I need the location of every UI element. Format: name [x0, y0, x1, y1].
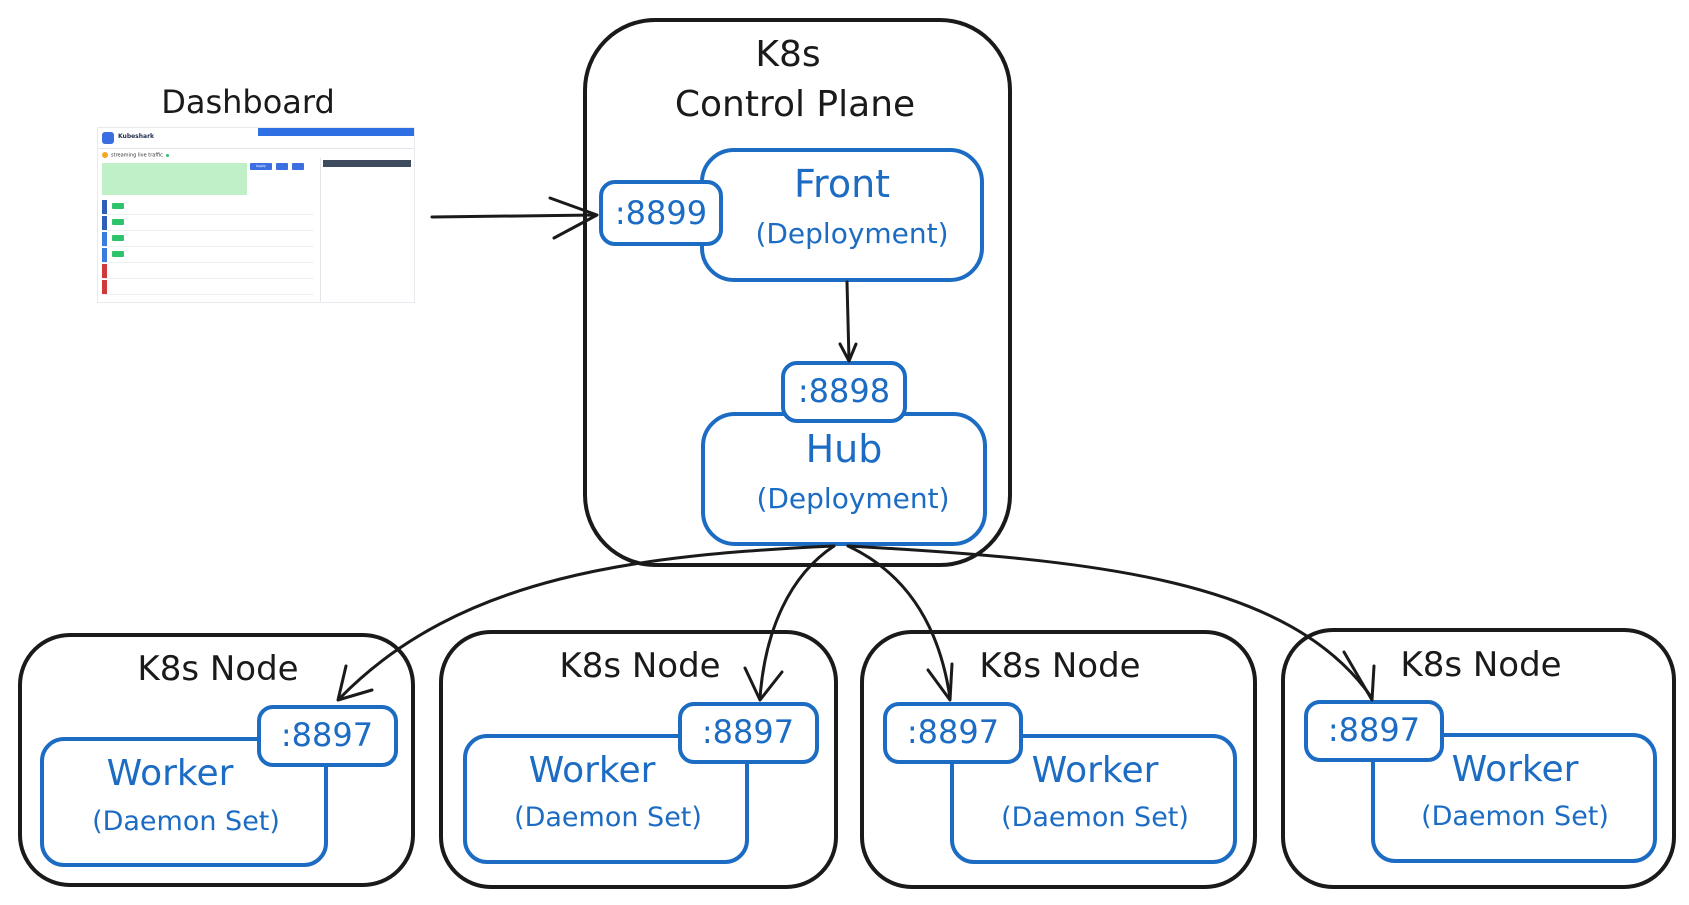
k8s-node-title: K8s Node: [979, 646, 1140, 686]
table-row[interactable]: [102, 248, 314, 263]
dashboard-label: Dashboard: [161, 83, 335, 121]
worker-title: Worker: [529, 750, 656, 791]
live-dot-icon: [165, 153, 169, 157]
worker-subtitle: (Daemon Set): [1001, 802, 1189, 833]
kubeshark-logo-icon: [102, 132, 114, 144]
dashboard-topbar: Kubeshark: [98, 128, 414, 149]
k8s-node-title: K8s Node: [1400, 645, 1561, 685]
control-plane-title-line2: Control Plane: [675, 84, 915, 125]
dashboard-button-3[interactable]: [292, 163, 304, 170]
worker-port-badge: [1304, 700, 1444, 762]
arrow-hub-to-node-2: [743, 544, 836, 702]
dashboard-status: streaming live traffic: [102, 152, 169, 159]
arrow-hub-to-node-4: [846, 544, 1376, 702]
arrow-hub-to-node-1: [336, 544, 836, 702]
worker-port-badge: [883, 702, 1023, 764]
worker-subtitle: (Daemon Set): [514, 802, 702, 833]
worker-port: :8897: [1328, 711, 1420, 749]
k8s-node-1: K8s Node Worker (Daemon Set) :8897: [18, 633, 415, 887]
k8s-node-4: K8s Node Worker (Daemon Set) :8897: [1281, 628, 1676, 889]
k8s-node-title: K8s Node: [559, 646, 720, 686]
table-row[interactable]: [102, 280, 314, 295]
dashboard-brand: Kubeshark: [118, 133, 155, 140]
worker-port-badge: [257, 705, 398, 767]
worker-title: Worker: [107, 753, 234, 794]
worker-port: :8897: [907, 713, 999, 751]
detail-panel-header: [323, 160, 411, 167]
dashboard-button-2[interactable]: [276, 163, 288, 170]
status-text: streaming live traffic: [111, 152, 163, 159]
hub-title: Hub: [806, 427, 883, 471]
control-plane-title-line1: K8s: [755, 34, 820, 75]
arrow-front-to-hub: [838, 280, 858, 363]
k8s-node-title: K8s Node: [137, 649, 298, 689]
dashboard-apply-button[interactable]: Apply: [250, 163, 272, 170]
worker-title: Worker: [1452, 749, 1579, 790]
status-dot-icon: [102, 152, 108, 158]
table-row[interactable]: [102, 232, 314, 247]
k8s-node-2: K8s Node Worker (Daemon Set) :8897: [439, 630, 838, 889]
worker-port-badge: [678, 702, 819, 764]
hub-port: :8898: [798, 372, 890, 410]
dashboard-query-box[interactable]: [102, 163, 247, 195]
dashboard-thumbnail: Kubeshark streaming live traffic Apply: [97, 127, 415, 303]
hub-port-badge: [781, 361, 907, 423]
dashboard-info-bar: [258, 128, 414, 136]
worker-title: Worker: [1032, 750, 1159, 791]
worker-port: :8897: [702, 713, 794, 751]
front-title: Front: [794, 162, 890, 206]
front-port: :8899: [615, 194, 707, 232]
worker-subtitle: (Daemon Set): [92, 806, 280, 837]
table-row[interactable]: [102, 200, 314, 215]
worker-subtitle: (Daemon Set): [1421, 801, 1609, 832]
worker-port: :8897: [281, 716, 373, 754]
table-row[interactable]: [102, 264, 314, 279]
hub-subtitle: (Deployment): [756, 482, 949, 515]
arrow-dashboard-to-front: [430, 196, 599, 240]
front-port-badge: [599, 180, 723, 246]
arrow-hub-to-node-3: [846, 544, 954, 702]
front-subtitle: (Deployment): [755, 217, 948, 250]
worker-box: [1371, 733, 1657, 863]
worker-box: [950, 734, 1237, 864]
dashboard-detail-panel: [320, 158, 413, 302]
worker-box: [463, 734, 749, 864]
worker-box: [40, 737, 328, 867]
table-row[interactable]: [102, 216, 314, 231]
k8s-node-3: K8s Node Worker (Daemon Set) :8897: [860, 630, 1257, 889]
